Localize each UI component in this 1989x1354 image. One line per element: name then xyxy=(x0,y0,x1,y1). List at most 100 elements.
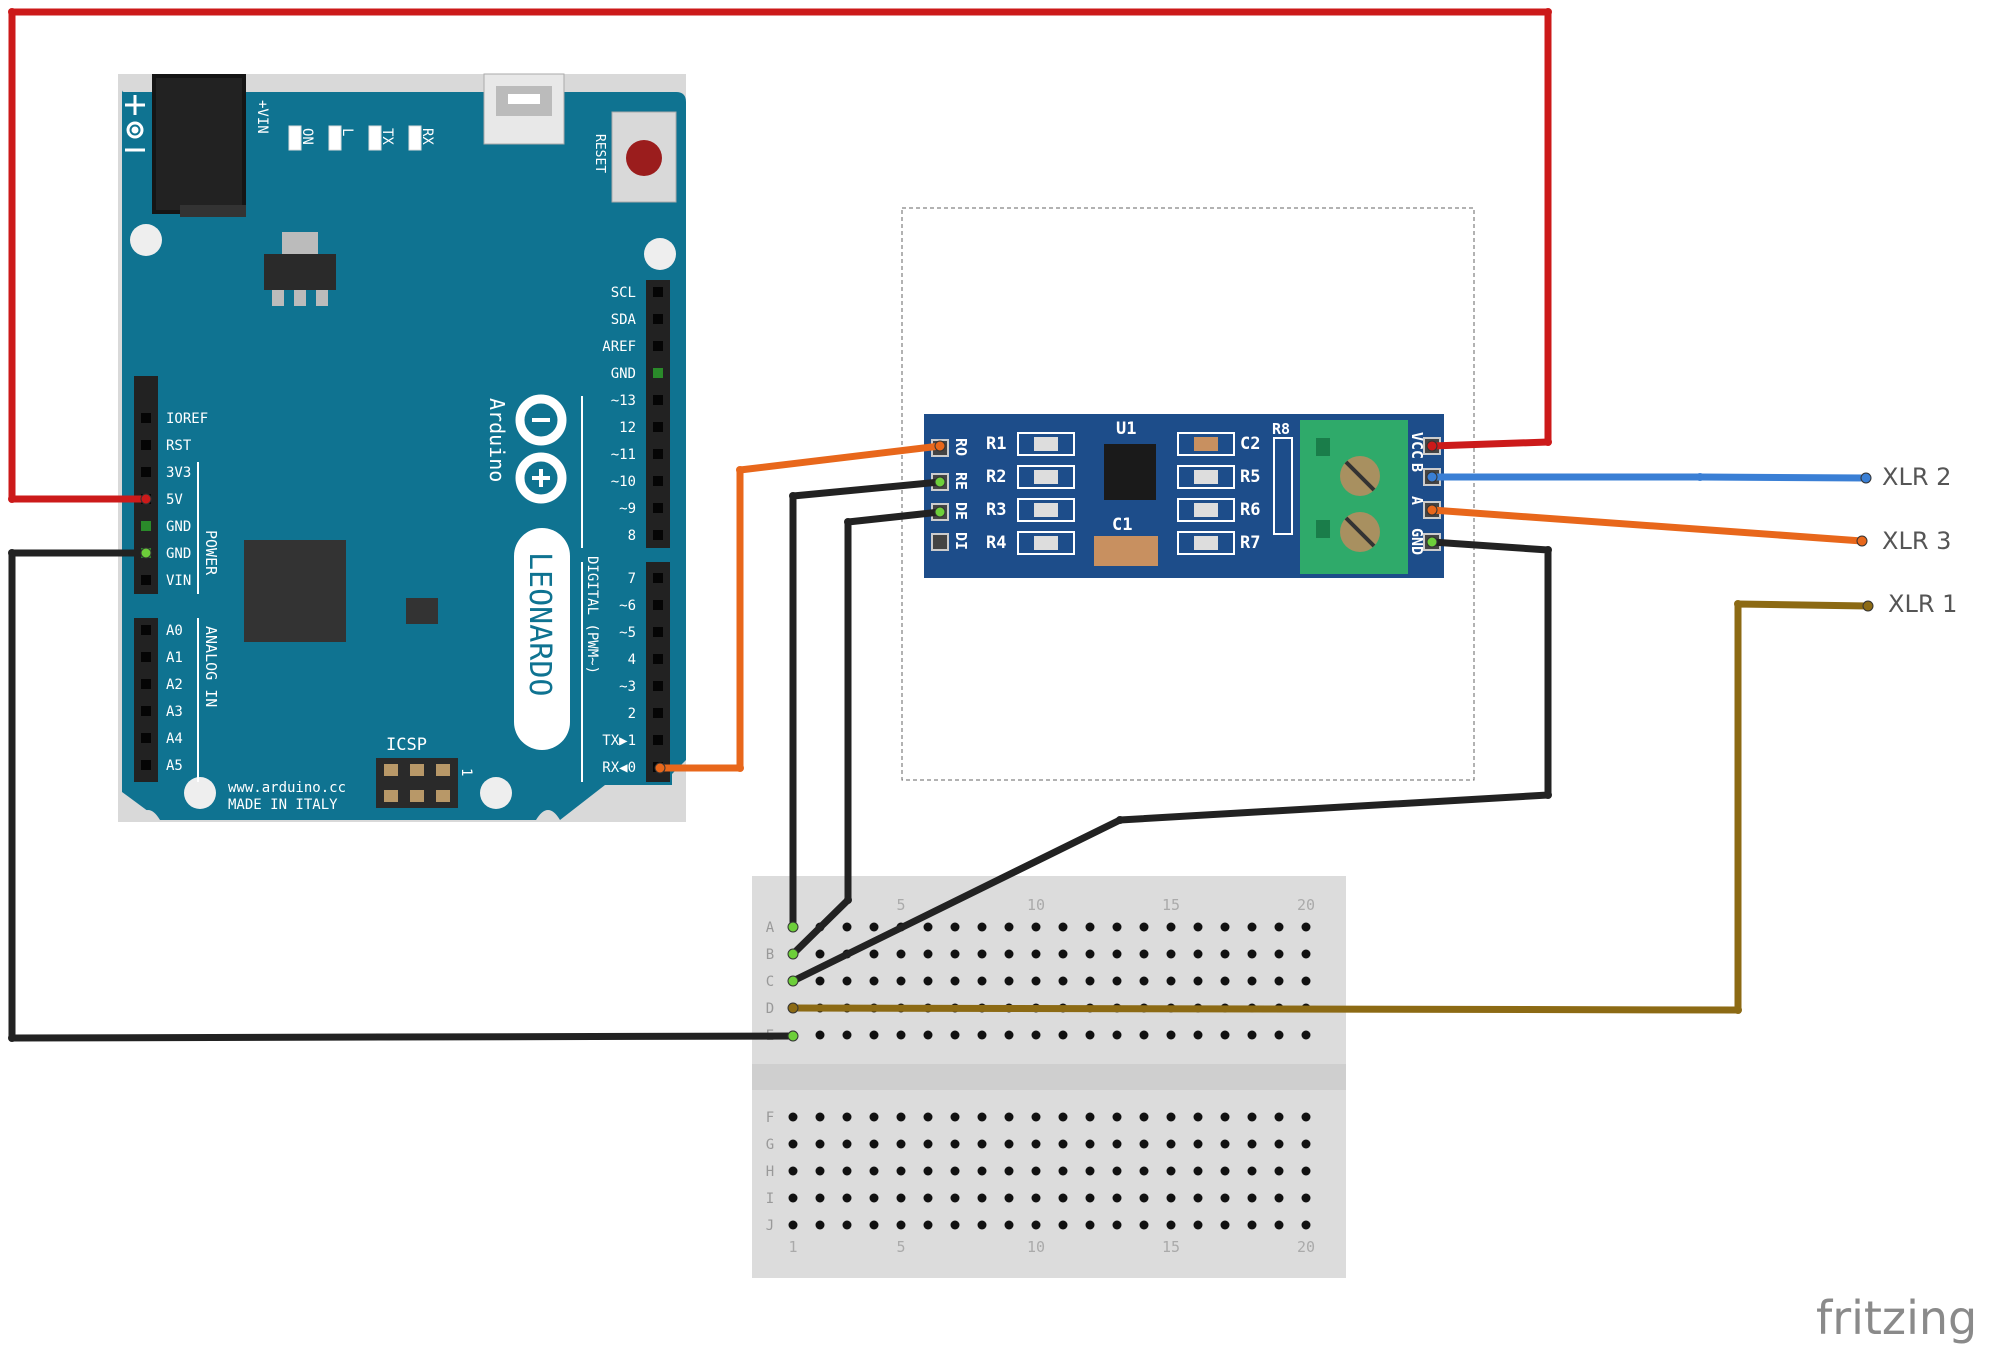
breadboard-hole[interactable] xyxy=(842,1193,852,1203)
breadboard-hole[interactable] xyxy=(815,1220,825,1230)
breadboard-hole[interactable] xyxy=(815,1139,825,1149)
breadboard-hole[interactable] xyxy=(950,949,960,959)
breadboard-hole[interactable] xyxy=(896,1030,906,1040)
breadboard-hole[interactable] xyxy=(1031,922,1041,932)
wire-endpoint[interactable] xyxy=(1426,471,1438,483)
breadboard-hole[interactable] xyxy=(1193,1193,1203,1203)
breadboard-hole[interactable] xyxy=(1031,1112,1041,1122)
breadboard-hole[interactable] xyxy=(1274,922,1284,932)
breadboard-hole[interactable] xyxy=(1058,1220,1068,1230)
breadboard-hole[interactable] xyxy=(1301,1112,1311,1122)
breadboard-hole[interactable] xyxy=(1220,976,1230,986)
breadboard-hole[interactable] xyxy=(1193,1139,1203,1149)
breadboard-hole[interactable] xyxy=(1085,1030,1095,1040)
breadboard-hole[interactable] xyxy=(815,1112,825,1122)
breadboard-hole[interactable] xyxy=(896,1112,906,1122)
breadboard-hole[interactable] xyxy=(1193,922,1203,932)
breadboard-hole[interactable] xyxy=(842,1030,852,1040)
wire-bendpoint[interactable] xyxy=(1544,546,1552,554)
header-pin[interactable] xyxy=(653,368,663,378)
wire-endpoint[interactable] xyxy=(1426,440,1438,452)
breadboard-hole[interactable] xyxy=(1301,1193,1311,1203)
wire-endpoint[interactable] xyxy=(1426,536,1438,548)
breadboard-hole[interactable] xyxy=(1274,949,1284,959)
breadboard-hole[interactable] xyxy=(1139,1112,1149,1122)
wire-bendpoint[interactable] xyxy=(844,896,852,904)
breadboard-hole[interactable] xyxy=(1004,1112,1014,1122)
wire-endpoint[interactable] xyxy=(787,948,799,960)
header-pin[interactable] xyxy=(653,600,663,610)
breadboard-hole[interactable] xyxy=(1112,1030,1122,1040)
wire-endpoint[interactable] xyxy=(1426,504,1438,516)
breadboard-hole[interactable] xyxy=(977,1220,987,1230)
breadboard-hole[interactable] xyxy=(1247,1193,1257,1203)
breadboard-hole[interactable] xyxy=(1193,1030,1203,1040)
breadboard-hole[interactable] xyxy=(923,1030,933,1040)
wire-endpoint[interactable] xyxy=(654,762,666,774)
wire-endpoint[interactable] xyxy=(1860,472,1872,484)
breadboard-hole[interactable] xyxy=(1085,1139,1095,1149)
breadboard-hole[interactable] xyxy=(1166,1220,1176,1230)
breadboard-hole[interactable] xyxy=(1301,922,1311,932)
breadboard-hole[interactable] xyxy=(1004,1220,1014,1230)
breadboard-hole[interactable] xyxy=(1112,949,1122,959)
wire-endpoint[interactable] xyxy=(1856,535,1868,547)
wire-bendpoint[interactable] xyxy=(1116,816,1124,824)
breadboard-hole[interactable] xyxy=(1220,1166,1230,1176)
wire-5v-to-vcc[interactable] xyxy=(8,8,1552,503)
breadboard-hole[interactable] xyxy=(842,922,852,932)
breadboard-hole[interactable] xyxy=(869,1220,879,1230)
breadboard-hole[interactable] xyxy=(1112,976,1122,986)
wire-bendpoint[interactable] xyxy=(1734,600,1742,608)
breadboard-hole[interactable] xyxy=(1031,1166,1041,1176)
breadboard-hole[interactable] xyxy=(788,1220,798,1230)
breadboard-hole[interactable] xyxy=(1139,1193,1149,1203)
breadboard-hole[interactable] xyxy=(896,1220,906,1230)
breadboard-hole[interactable] xyxy=(815,1193,825,1203)
header-pin[interactable] xyxy=(653,681,663,691)
breadboard-hole[interactable] xyxy=(1058,976,1068,986)
header-pin[interactable] xyxy=(141,625,151,635)
breadboard-hole[interactable] xyxy=(788,1166,798,1176)
breadboard-hole[interactable] xyxy=(1301,1166,1311,1176)
breadboard-hole[interactable] xyxy=(923,976,933,986)
breadboard-hole[interactable] xyxy=(1274,1139,1284,1149)
breadboard-hole[interactable] xyxy=(869,1166,879,1176)
breadboard-hole[interactable] xyxy=(1220,1112,1230,1122)
breadboard-hole[interactable] xyxy=(1166,1112,1176,1122)
wire-bendpoint[interactable] xyxy=(1734,1006,1742,1014)
breadboard-hole[interactable] xyxy=(977,1112,987,1122)
breadboard-hole[interactable] xyxy=(950,1220,960,1230)
breadboard-hole[interactable] xyxy=(977,1193,987,1203)
header-pin[interactable] xyxy=(653,735,663,745)
wire-endpoint[interactable] xyxy=(787,1030,799,1042)
wire-bendpoint[interactable] xyxy=(8,8,16,16)
breadboard-hole[interactable] xyxy=(1004,1030,1014,1040)
breadboard-hole[interactable] xyxy=(842,1220,852,1230)
breadboard-hole[interactable] xyxy=(869,976,879,986)
wire-endpoint[interactable] xyxy=(934,440,946,452)
breadboard-hole[interactable] xyxy=(1301,1220,1311,1230)
breadboard-hole[interactable] xyxy=(1220,1193,1230,1203)
breadboard-hole[interactable] xyxy=(842,1139,852,1149)
breadboard-hole[interactable] xyxy=(788,1139,798,1149)
breadboard-hole[interactable] xyxy=(1058,1030,1068,1040)
wire-endpoint[interactable] xyxy=(787,1002,799,1014)
header-pin[interactable] xyxy=(141,733,151,743)
breadboard-hole[interactable] xyxy=(815,949,825,959)
reset-button[interactable] xyxy=(611,111,677,203)
breadboard-hole[interactable] xyxy=(1220,1220,1230,1230)
breadboard-hole[interactable] xyxy=(923,1220,933,1230)
header-pin[interactable] xyxy=(141,440,151,450)
breadboard-hole[interactable] xyxy=(1247,949,1257,959)
breadboard-hole[interactable] xyxy=(896,1193,906,1203)
breadboard-hole[interactable] xyxy=(1139,1220,1149,1230)
breadboard-hole[interactable] xyxy=(1166,976,1176,986)
header-pin[interactable] xyxy=(141,652,151,662)
header-pin[interactable] xyxy=(653,573,663,583)
breadboard-hole[interactable] xyxy=(1139,1030,1149,1040)
header-pin[interactable] xyxy=(653,422,663,432)
breadboard-hole[interactable] xyxy=(1274,1030,1284,1040)
wire-endpoint[interactable] xyxy=(140,493,152,505)
wire-a-to-xlr3[interactable] xyxy=(1428,506,1866,545)
